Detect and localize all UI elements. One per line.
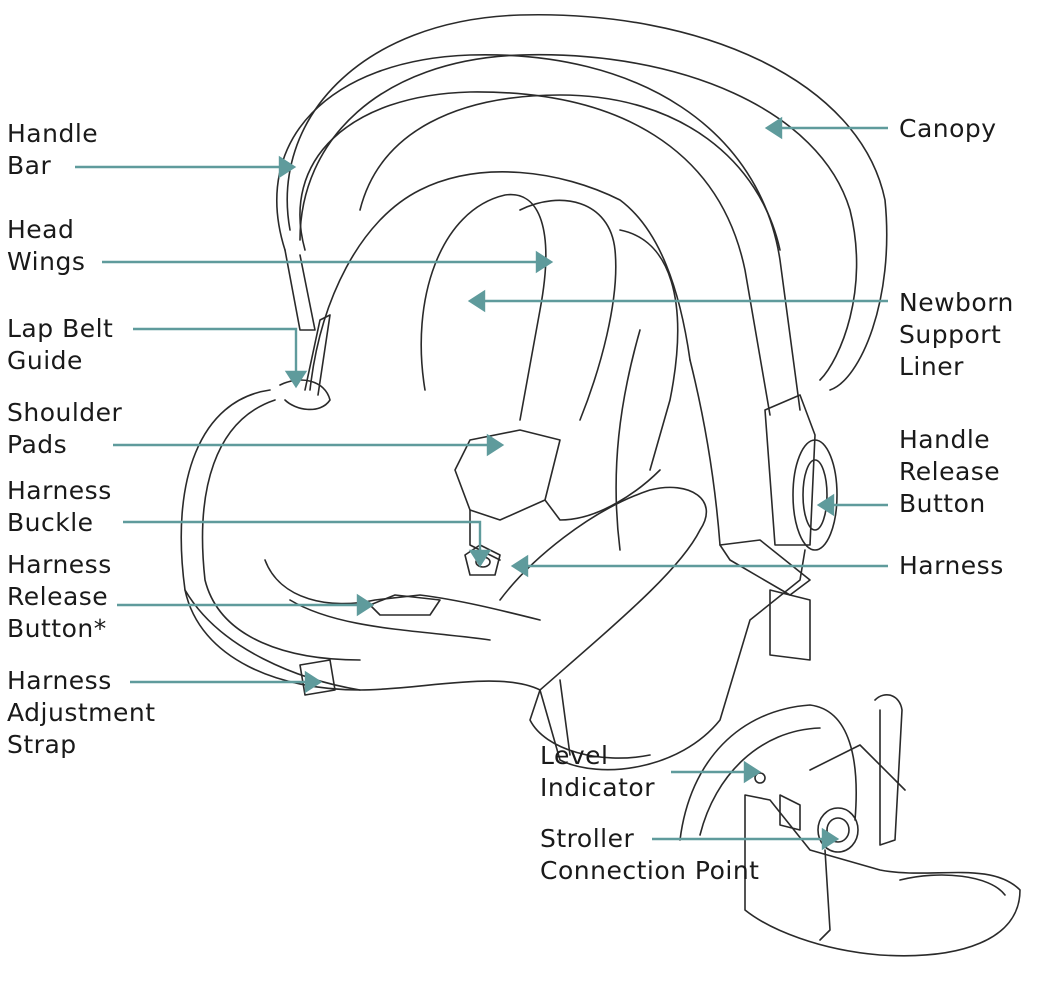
mini-shell xyxy=(745,795,1020,956)
seat-cushion xyxy=(265,560,540,620)
arrow-level-indicator xyxy=(745,763,759,781)
seat-shell-rim xyxy=(203,400,360,660)
shoulder-pads xyxy=(455,430,560,520)
arrow-newborn-support-liner xyxy=(470,292,484,310)
leader-harness-buckle xyxy=(123,522,480,551)
canopy-outline xyxy=(287,15,887,390)
label-canopy: Canopy xyxy=(899,113,997,145)
handle-bar-inner xyxy=(300,92,770,415)
arrow-head-wings xyxy=(537,253,551,271)
arrow-harness xyxy=(513,557,527,575)
arrow-lap-belt-guide xyxy=(287,372,305,386)
harness-release-button xyxy=(370,595,440,615)
mini-handle xyxy=(875,695,902,845)
label-harness: Harness xyxy=(899,550,1004,582)
handle-release-dial xyxy=(793,440,837,550)
canopy-fold-line xyxy=(360,95,780,250)
arrow-harness-adjustment-strap xyxy=(306,673,320,691)
leader-lap-belt-guide xyxy=(133,329,296,372)
arrow-shoulder-pads xyxy=(488,436,502,454)
newborn-liner xyxy=(620,230,678,470)
arrow-harness-release-button xyxy=(358,596,372,614)
arrow-canopy xyxy=(767,119,781,137)
handle-bar-outline xyxy=(277,55,800,410)
arrow-stroller-connection-point xyxy=(823,830,837,848)
